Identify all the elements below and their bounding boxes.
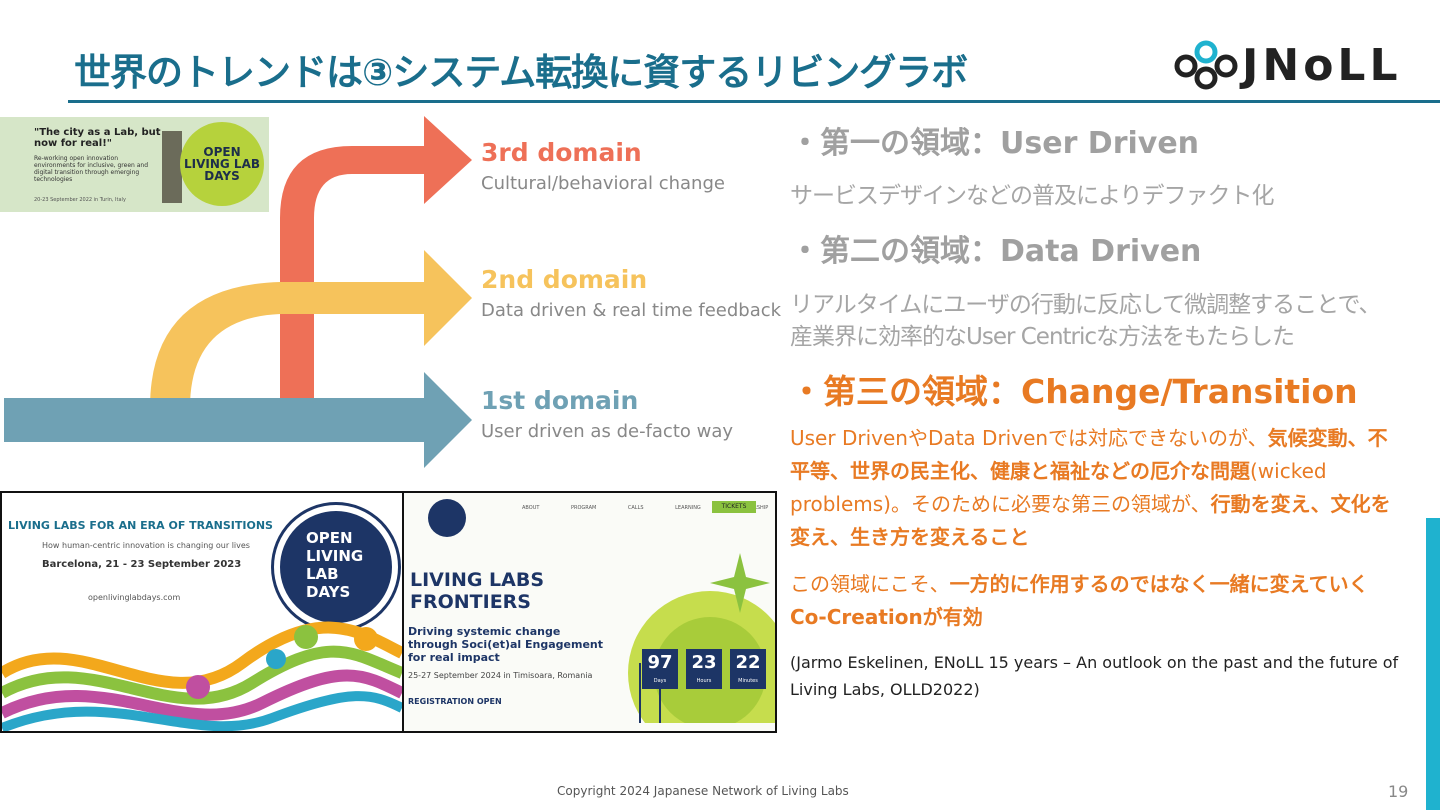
accent-bar: [1426, 518, 1440, 810]
domain-arrows-diagram: [4, 116, 472, 468]
olld2024-title: LIVING LABS FRONTIERS: [410, 569, 545, 613]
olld2023-subtitle: How human-centric innovation is changing…: [42, 541, 250, 550]
domain1-heading: ・第一の領域：User Driven: [790, 126, 1200, 161]
building-icon: [162, 131, 182, 203]
domain-1-label: 1st domain: [481, 386, 639, 415]
tickets-button[interactable]: TICKETS: [712, 501, 756, 513]
arrow-1st-domain: [4, 372, 472, 468]
title-underline: [68, 100, 1440, 103]
olld2024-nav: ABOUT PROGRAM CALLS LEARNING SPONSORSHIP: [522, 505, 769, 511]
olld2024-date: 25-27 September 2024 in Timisoara, Roman…: [408, 671, 593, 680]
domain-3-sub: Cultural/behavioral change: [481, 173, 725, 194]
event-banners: LIVING LABS FOR AN ERA OF TRANSITIONS Ho…: [0, 491, 777, 733]
domain2-text-line2: 産業界に効率的なUser Centricな方法をもたらした: [790, 324, 1295, 350]
citation: (Jarmo Eskelinen, ENoLL 15 years – An ou…: [790, 653, 1399, 699]
olld2024-logo: [428, 499, 466, 537]
olld2023-badge: OPEN LIVING LAB DAYS: [274, 505, 398, 629]
slide-title: 世界のトレンドは③システム転換に資するリビングラボ: [74, 51, 968, 94]
banner-description: Re-working open innovation environments …: [34, 155, 149, 183]
olld-badge: OPEN LIVING LAB DAYS: [180, 122, 264, 206]
arrow-3rd-domain: [280, 116, 472, 418]
olld2023-banner: LIVING LABS FOR AN ERA OF TRANSITIONS Ho…: [2, 493, 404, 731]
domain3-heading: ・第三の領域：Change/Transition: [790, 372, 1358, 411]
domain2-heading: ・第二の領域：Data Driven: [790, 234, 1202, 269]
page-number: 19: [1388, 782, 1409, 801]
arrow-2nd-domain: [150, 250, 472, 408]
olld2022-banner: "The city as a Lab, but now for real!" R…: [0, 117, 269, 212]
jnoll-logo: JNoLL: [1172, 34, 1434, 94]
banner-date: 20-23 September 2022 in Turin, Italy: [34, 197, 126, 203]
olld2023-date: Barcelona, 21 - 23 September 2023: [42, 559, 242, 570]
logo-mark-icon: [1174, 40, 1238, 90]
olld2023-url: openlivinglabdays.com: [88, 593, 181, 602]
domain-2-sub: Data driven & real time feedback: [481, 300, 782, 321]
green-globe-illustration: [628, 553, 775, 723]
domain1-text: サービスデザインなどの普及によりデファクト化: [790, 183, 1275, 209]
olld2024-subtitle: Driving systemic change through Soci(et)…: [408, 625, 603, 664]
domain-1-sub: User driven as de-facto way: [481, 421, 734, 442]
domain2-text-line1: リアルタイムにユーザの行動に反応して微調整することで、: [790, 292, 1382, 318]
domain-2-label: 2nd domain: [481, 265, 648, 294]
banner-quote: "The city as a Lab, but now for real!": [34, 127, 161, 149]
domain-3-label: 3rd domain: [481, 138, 642, 167]
cocreation-paragraph: この領域にこそ、一方的に作用するのではなく一緒に変えていくCo-Creation…: [790, 572, 1369, 629]
olld2024-banner: ABOUT PROGRAM CALLS LEARNING SPONSORSHIP…: [404, 493, 775, 731]
logo-text: JNoLL: [1242, 40, 1402, 91]
olld2023-title: LIVING LABS FOR AN ERA OF TRANSITIONS: [8, 519, 273, 532]
wave-ribbons-illustration: [2, 621, 402, 731]
domain3-paragraph: User DrivenやData Drivenでは対応できないのが、気候変動、不…: [790, 426, 1391, 549]
copyright-footer: Copyright 2024 Japanese Network of Livin…: [557, 784, 849, 798]
registration-open-link[interactable]: REGISTRATION OPEN: [408, 697, 502, 706]
